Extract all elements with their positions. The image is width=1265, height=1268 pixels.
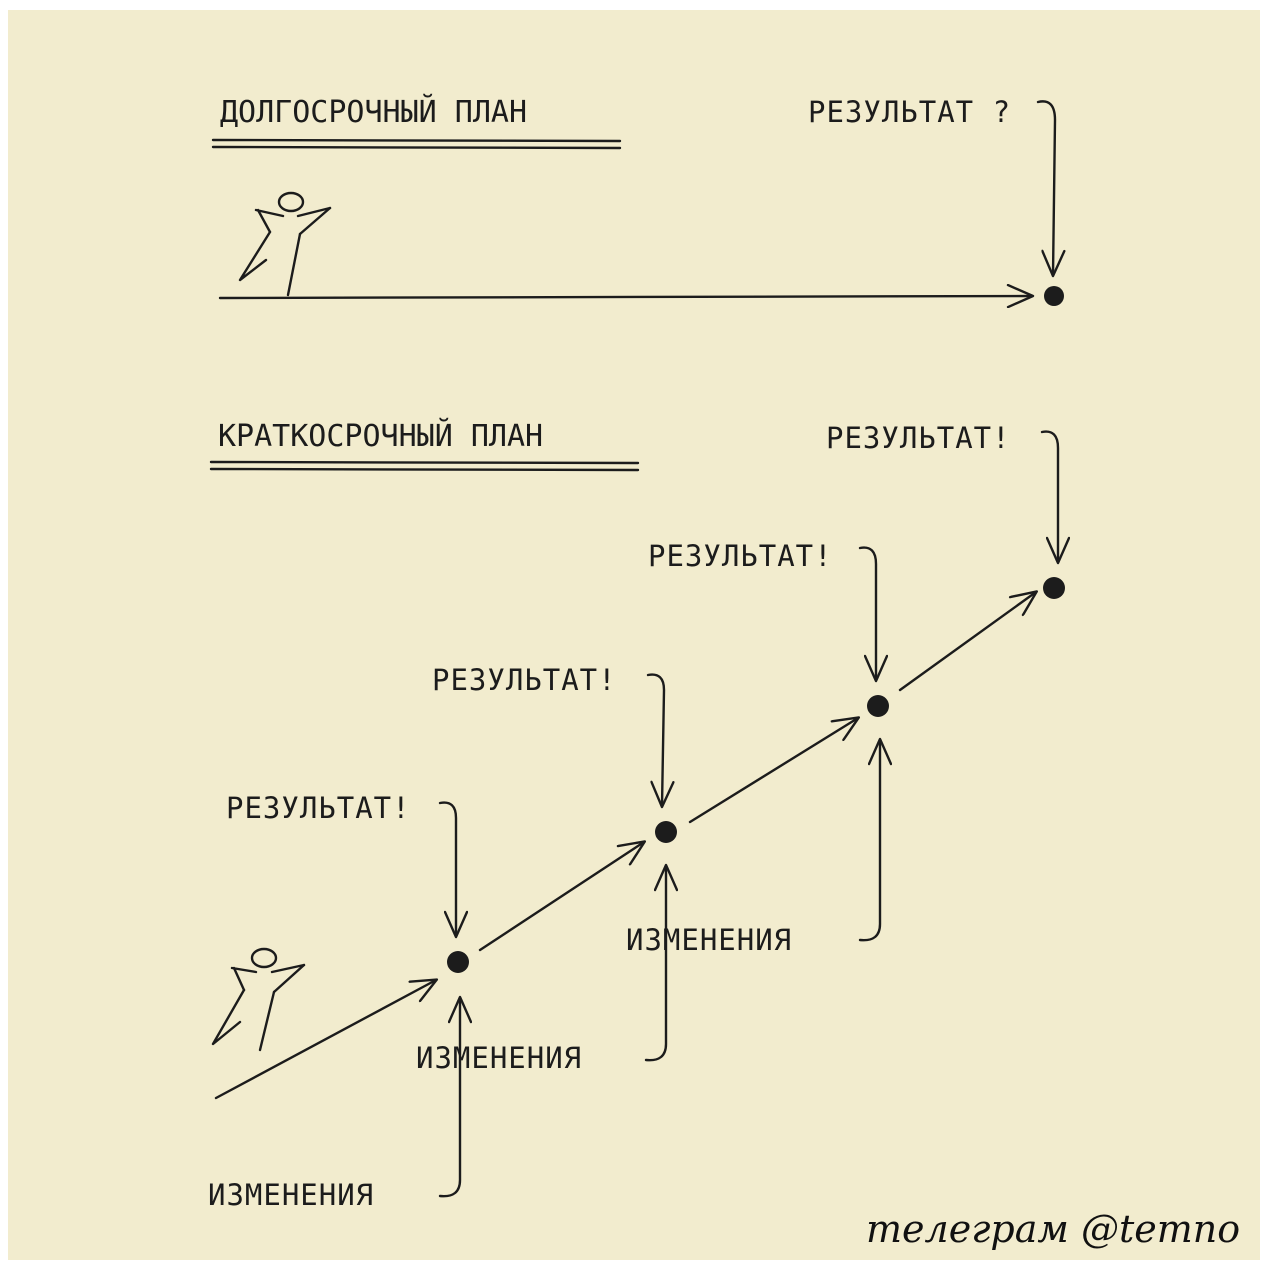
long-term-result-dot [1044, 286, 1064, 306]
step-path-arrow [478, 842, 644, 952]
result-pointer-arrow [858, 546, 876, 680]
short-term-title: КРАТКОСРОЧНЫЙ ПЛАН [218, 418, 543, 454]
title-underline [209, 467, 640, 472]
title-underline [211, 145, 622, 150]
credit-text: телеграм @temno [866, 1207, 1240, 1251]
changes-pointer-arrow [438, 998, 460, 1198]
person-icon [211, 947, 306, 1052]
result-dot [447, 951, 469, 973]
changes-pointer-arrow [644, 866, 666, 1062]
result-label-4: РЕЗУЛЬТАТ! [826, 421, 1011, 455]
result-pointer-arrow [1036, 100, 1055, 275]
step-path-arrow [214, 980, 436, 1100]
result-pointer-arrow [646, 673, 664, 806]
sketch-canvas: ДОЛГОСРОЧНЫЙ ПЛАН РЕЗУЛЬТАТ ? КРАТКОСРОЧ… [8, 10, 1260, 1260]
result-dot [1043, 577, 1065, 599]
result-label-3: РЕЗУЛЬТАТ! [648, 539, 833, 573]
person-icon [238, 191, 332, 297]
result-label-2: РЕЗУЛЬТАТ! [432, 663, 617, 697]
long-term-title: ДОЛГОСРОЧНЫЙ ПЛАН [220, 94, 527, 130]
diagram: ДОЛГОСРОЧНЫЙ ПЛАН РЕЗУЛЬТАТ ? КРАТКОСРОЧ… [208, 94, 1240, 1251]
step-path-arrow [688, 718, 858, 824]
long-term-result-label: РЕЗУЛЬТАТ ? [808, 95, 1011, 129]
result-label-1: РЕЗУЛЬТАТ! [226, 791, 411, 825]
title-underline [209, 460, 640, 465]
result-dot [867, 695, 889, 717]
changes-label-3: ИЗМЕНЕНИЯ [626, 923, 792, 957]
long-term-path-arrow [218, 296, 1032, 298]
changes-label-2: ИЗМЕНЕНИЯ [416, 1041, 582, 1075]
title-underline [211, 138, 622, 143]
changes-label-1: ИЗМЕНЕНИЯ [208, 1178, 374, 1212]
step-path-arrow [898, 592, 1036, 692]
changes-pointer-arrow [858, 740, 880, 942]
result-dot [655, 821, 677, 843]
result-pointer-arrow [1040, 430, 1058, 562]
result-pointer-arrow [438, 801, 456, 936]
